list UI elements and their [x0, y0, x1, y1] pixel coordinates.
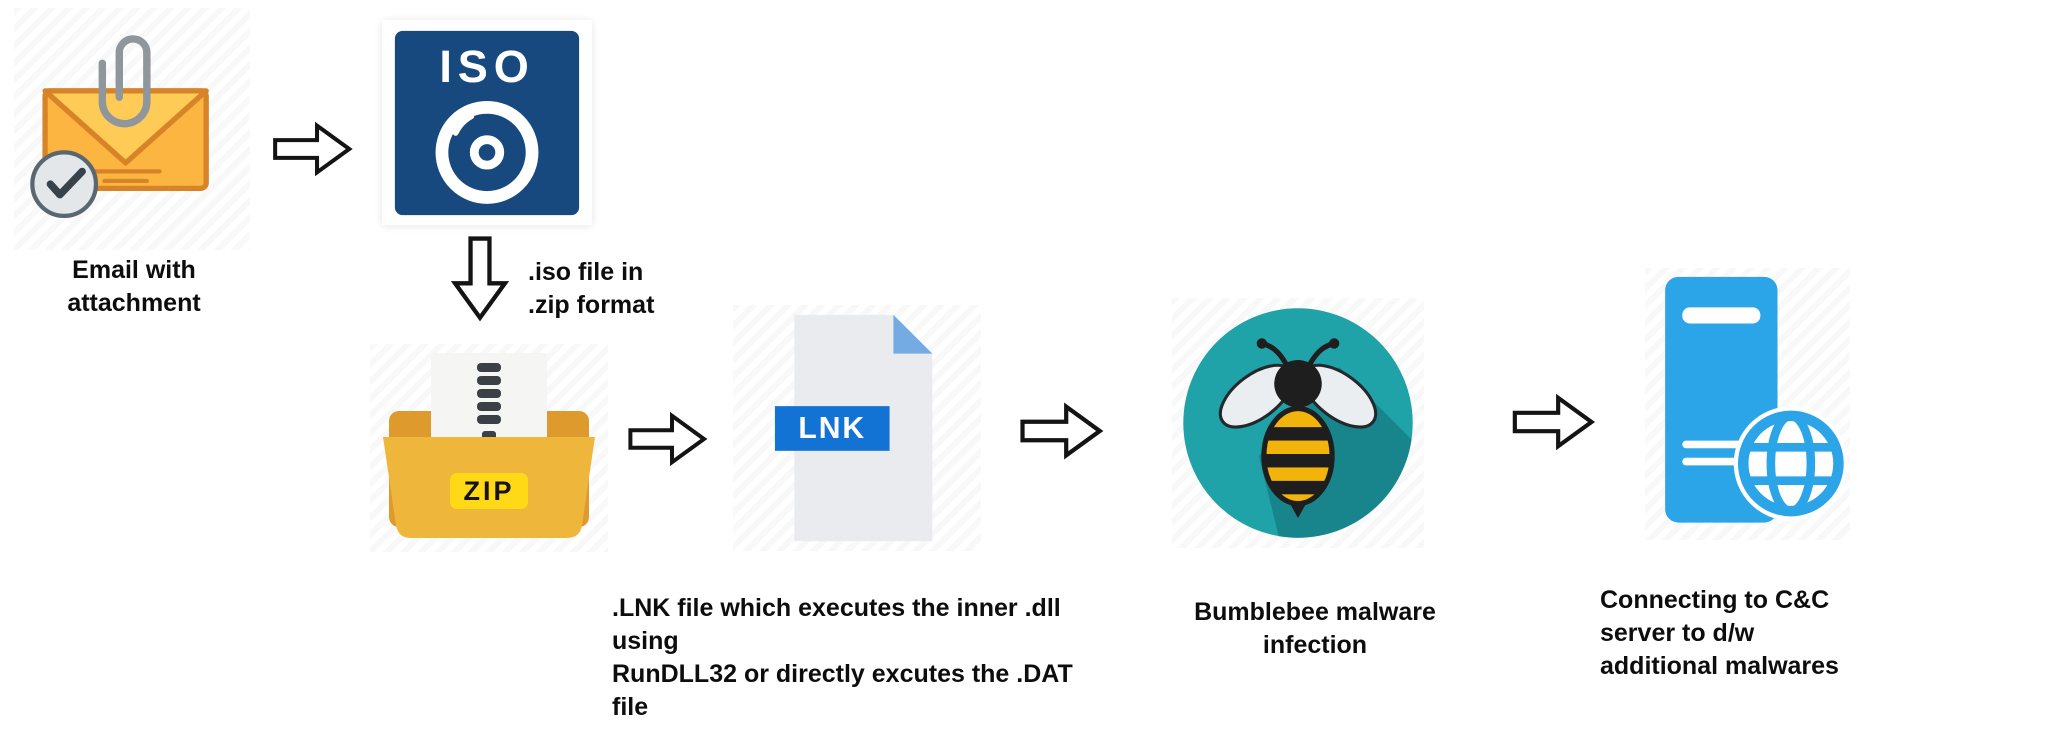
zip-archive-icon: ZIP: [383, 353, 595, 538]
lnk-band: [774, 406, 890, 451]
flow-arrow-icon: [1020, 402, 1104, 460]
bumblebee-caption: Bumblebee malware infection: [1194, 598, 1436, 659]
paperclip-icon: [98, 35, 151, 128]
flow-arrow-icon: [1512, 393, 1596, 451]
flow-arrow-down-icon: [450, 236, 510, 322]
iso-note-line-2: .zip format: [528, 291, 655, 319]
zip-label: ZIP: [463, 476, 514, 506]
server-slot: [1681, 307, 1760, 324]
iso-note: .iso file in .zip format: [528, 256, 708, 322]
bee-head: [1274, 359, 1322, 408]
email-step-tile: [14, 8, 250, 250]
flow-arrow-icon: [273, 121, 353, 177]
flow-arrow-icon: [628, 411, 708, 467]
email-attachment-icon: [30, 35, 209, 219]
iso-step-tile: ISO: [382, 20, 592, 225]
server-caption: Connecting to C&C server to d/w addition…: [1600, 584, 1900, 683]
lnk-file-icon: LNK: [774, 314, 932, 542]
arrow-zip-to-lnk: [628, 408, 708, 470]
bumblebee-step-tile: [1172, 298, 1424, 548]
lnk-label: LNK: [798, 412, 866, 445]
arrow-iso-to-zip: [448, 236, 512, 322]
lnk-caption-line-1: .LNK file which executes the inner .dll …: [612, 594, 1061, 655]
server-caption-line-2: additional malwares: [1600, 652, 1839, 680]
server-caption-line-1: Connecting to C&C server to d/w: [1600, 586, 1830, 647]
lnk-caption-line-2: RunDLL32 or directly excutes the .DAT fi…: [612, 660, 1073, 721]
iso-file-icon: ISO: [394, 30, 580, 215]
check-badge-icon: [30, 150, 99, 219]
iso-note-line-1: .iso file in: [528, 258, 644, 286]
lnk-step-tile: LNK: [733, 305, 981, 551]
globe-icon: [1733, 406, 1848, 521]
cc-server-icon: [1664, 276, 1848, 523]
bee: [1218, 338, 1378, 519]
folded-corner: [892, 314, 932, 354]
zip-badge: [450, 473, 528, 509]
email-caption: Email with attachment: [67, 256, 201, 317]
arrow-email-to-iso: [272, 120, 354, 178]
iso-label: ISO: [439, 40, 534, 91]
server-step-tile: [1645, 268, 1850, 540]
arrow-lnk-to-bumblebee: [1020, 400, 1104, 462]
bumblebee-icon: [1183, 308, 1413, 538]
lnk-caption: .LNK file which executes the inner .dll …: [612, 592, 1102, 724]
arrow-bumblebee-to-server: [1510, 392, 1598, 452]
zip-step-tile: ZIP: [370, 344, 608, 552]
